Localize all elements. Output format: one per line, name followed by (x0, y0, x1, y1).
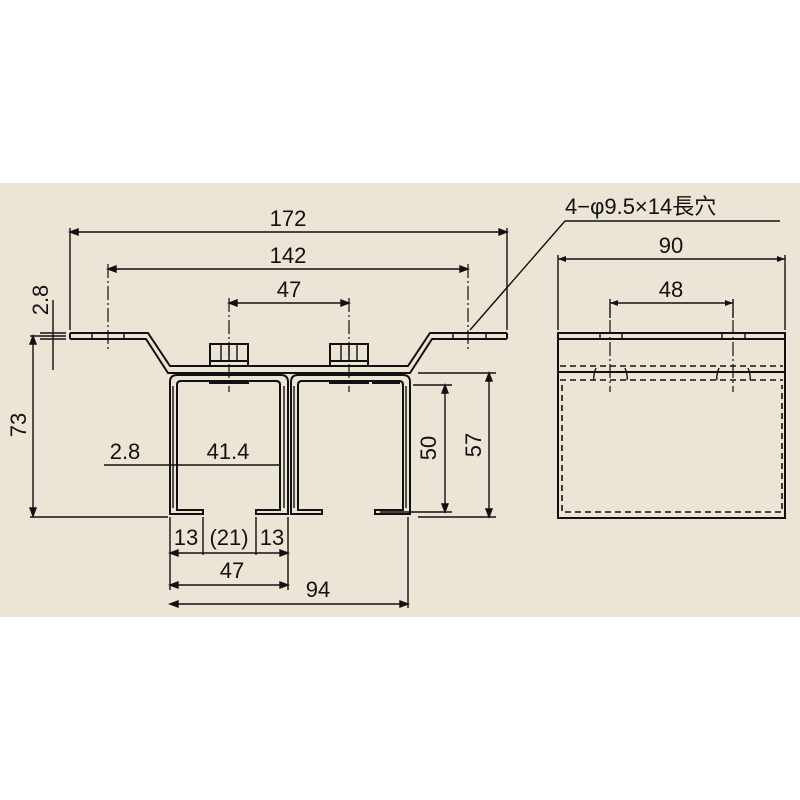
dim-48: 48 (659, 277, 683, 302)
channel-right (290, 374, 411, 515)
slot-marks-left (91, 333, 487, 339)
dim-2.8-channel: 2.8 (110, 439, 141, 464)
arrowheads (28, 227, 509, 609)
dim-94: 94 (306, 577, 330, 602)
dim-47-channel: 47 (220, 558, 244, 583)
mounting-plate (69, 332, 508, 374)
dim-21: (21) (209, 525, 248, 550)
dimension-lines (30, 228, 508, 608)
dim-50: 50 (416, 436, 441, 460)
channel-left (169, 374, 289, 515)
dim-142: 142 (270, 243, 307, 268)
hole-callout-leader (469, 220, 780, 331)
dim-172: 172 (270, 206, 307, 231)
dim-90: 90 (659, 233, 683, 258)
front-view: 172 142 47 2.8 73 2.8 41.4 13 (21) 13 47… (6, 194, 780, 609)
dim-2.8-plate: 2.8 (28, 285, 53, 316)
dim-13-right: 13 (260, 525, 284, 550)
dim-57: 57 (461, 433, 486, 457)
drawing-background (0, 183, 800, 617)
side-view: 90 48 (557, 233, 786, 519)
dim-47-bolt: 47 (277, 277, 301, 302)
hidden-lines (560, 365, 783, 513)
dim-73: 73 (6, 413, 31, 437)
bolt-centerlines (107, 264, 469, 392)
side-outline (557, 332, 786, 519)
dim-13-left: 13 (174, 525, 198, 550)
dim-41.4: 41.4 (207, 439, 250, 464)
hole-note: 4−φ9.5×14長穴 (565, 194, 716, 219)
